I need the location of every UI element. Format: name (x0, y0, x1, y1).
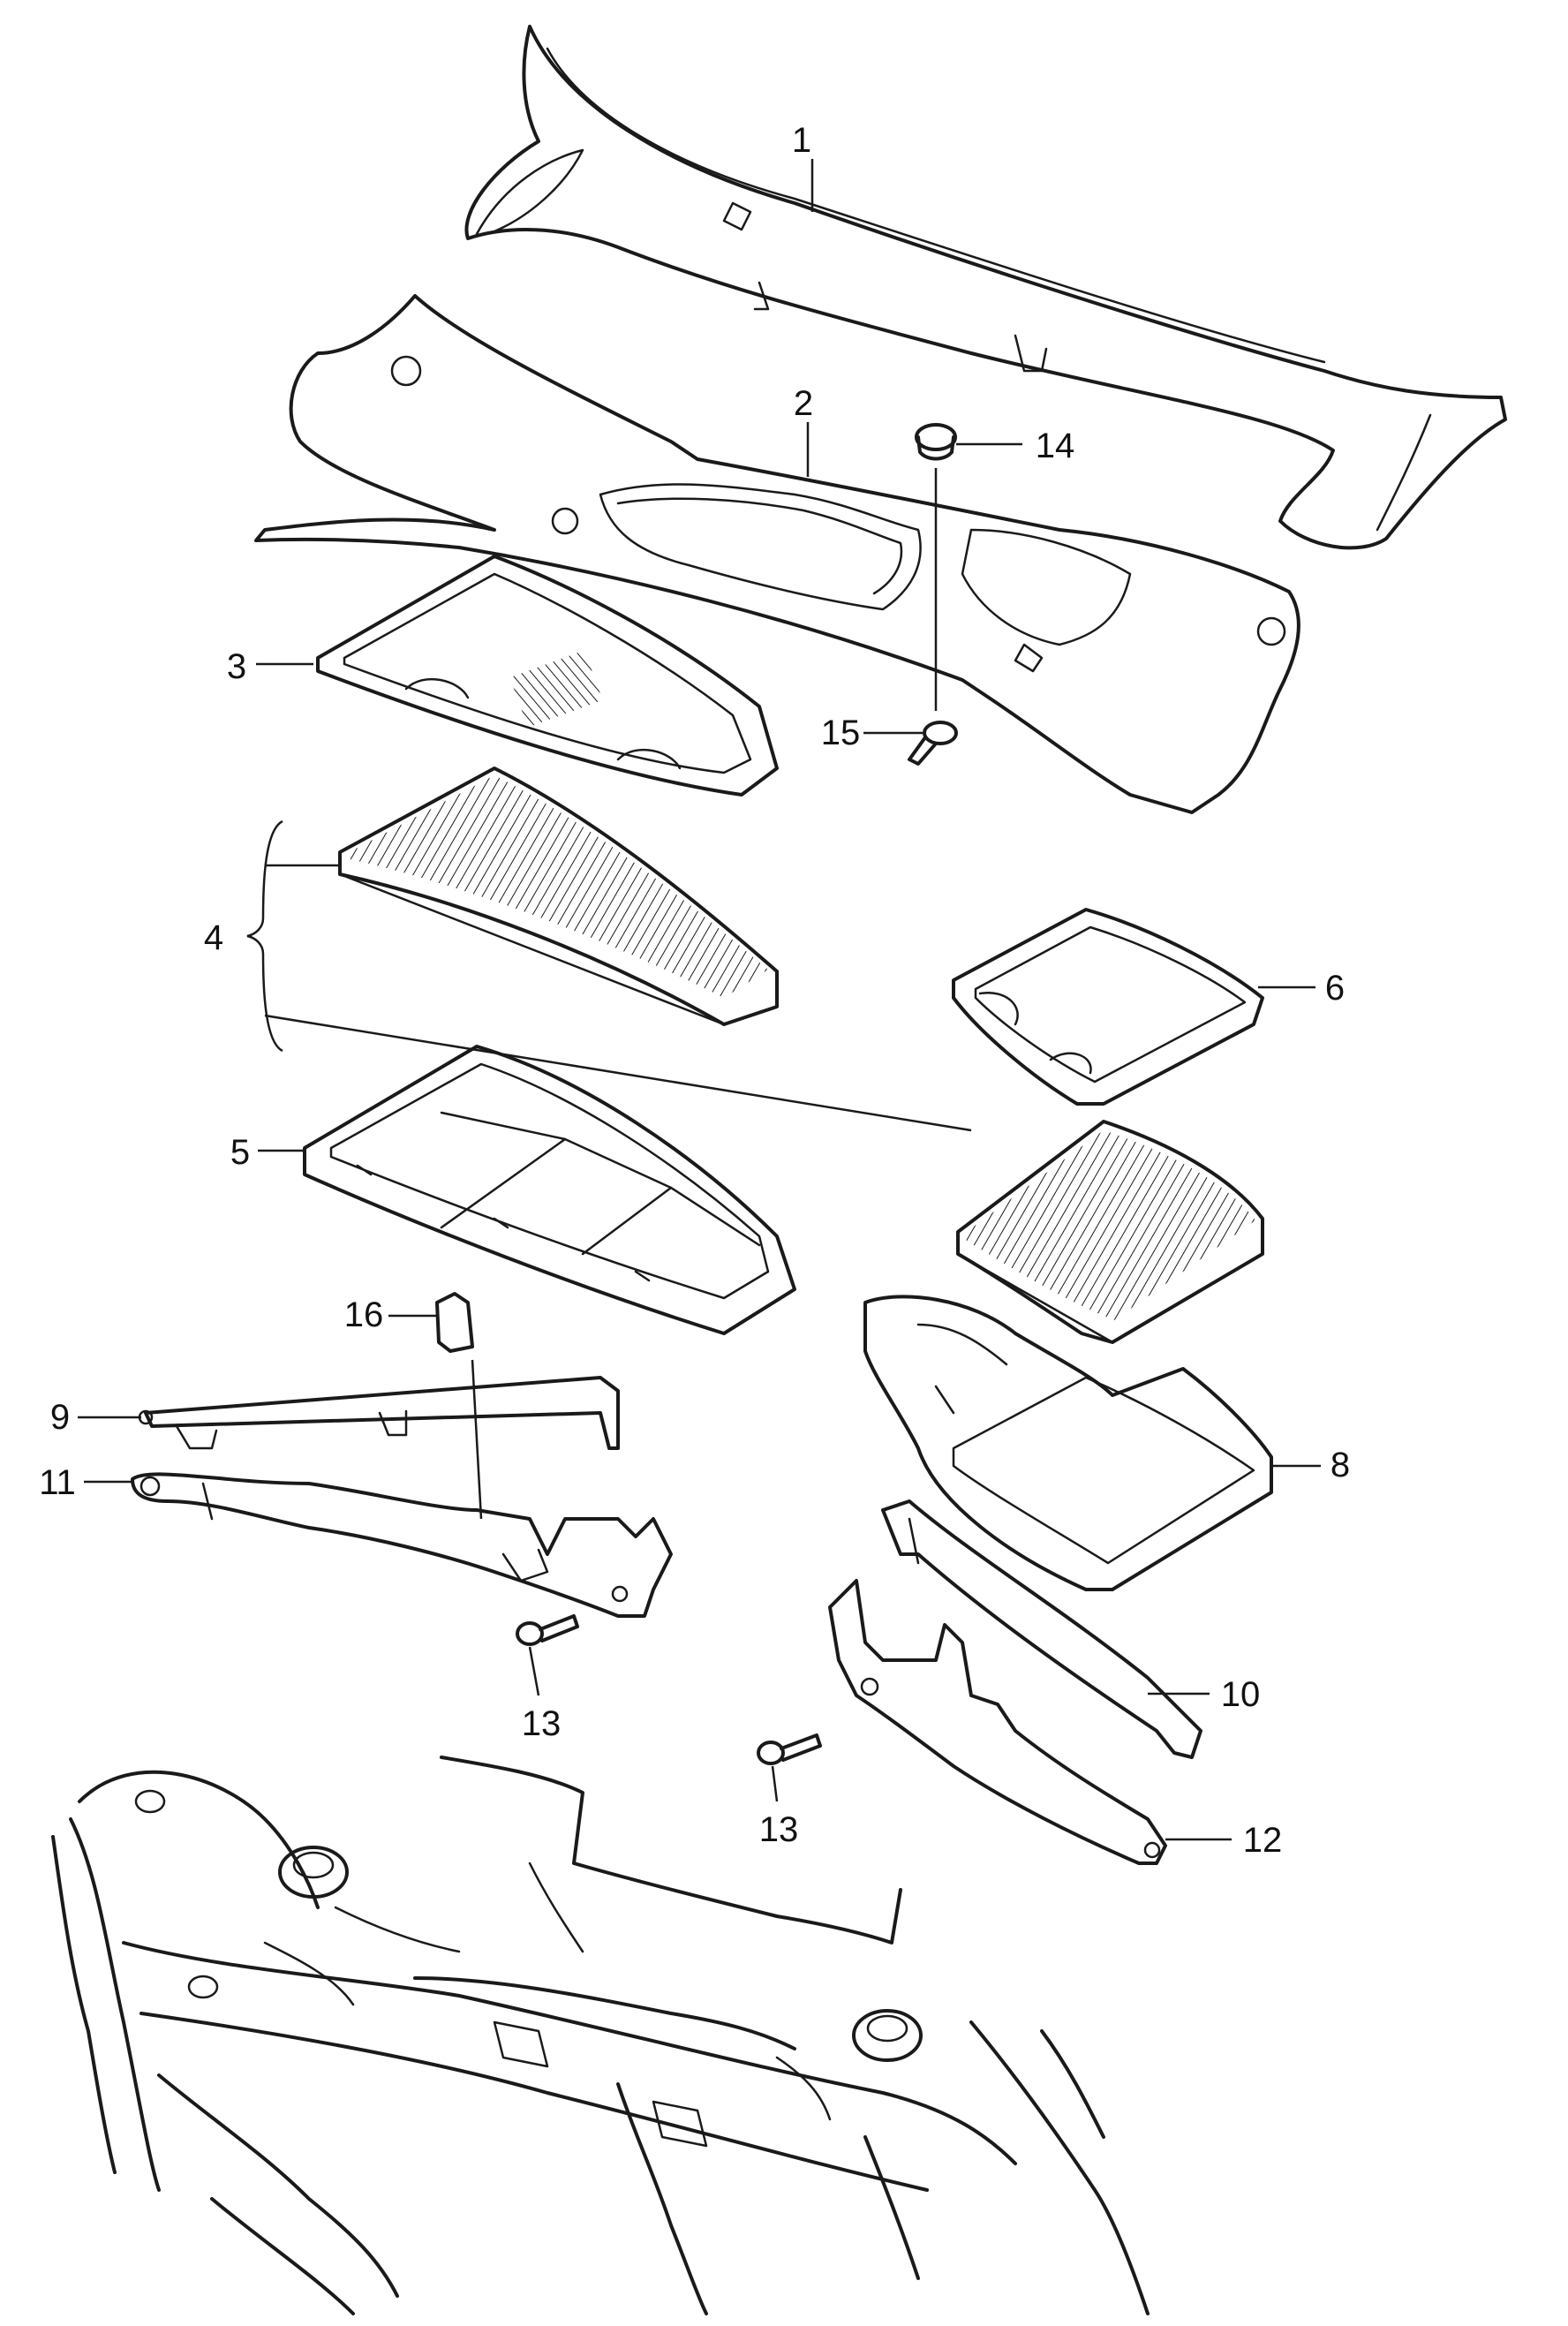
part-1-cowl-cover (464, 25, 1507, 550)
callout-label-4: 4 (204, 918, 223, 957)
callout-12: 12 (1165, 1821, 1282, 1860)
callout-label-5: 5 (230, 1133, 250, 1172)
callout-9: 9 (50, 1398, 141, 1437)
part-9-strip (138, 1376, 620, 1450)
part-14-plug (915, 423, 957, 711)
part-16-clip (435, 1292, 483, 1520)
callout-4: 4 (204, 918, 223, 957)
callout-1: 1 (792, 121, 814, 212)
part-6-filter-frame-right (952, 908, 1264, 1106)
callout-label-14: 14 (1036, 427, 1075, 465)
part-4-filter-insert-right (956, 1120, 1264, 1344)
part-12-bracket-right (828, 1579, 1167, 1865)
item-4-bracket (246, 819, 972, 1132)
part-3-filter-frame (316, 555, 779, 797)
callout-label-13-right: 13 (759, 1810, 799, 1849)
part-4-filter-insert-left (338, 767, 779, 1026)
callout-label-11: 11 (39, 1463, 76, 1502)
callout-label-12: 12 (1243, 1821, 1283, 1860)
callout-label-8: 8 (1331, 1446, 1350, 1484)
callout-label-15: 15 (821, 714, 861, 752)
part-11-bracket-left (131, 1472, 673, 1618)
callout-label-16: 16 (344, 1295, 384, 1334)
part-8-filter-housing-right (863, 1295, 1273, 1591)
callout-label-10: 10 (1221, 1675, 1261, 1714)
callout-15: 15 (821, 714, 923, 752)
vehicle-body-front-structure (51, 1756, 1150, 2315)
part-5-filter-housing-left (303, 1045, 796, 1335)
callout-5: 5 (230, 1133, 305, 1172)
callout-3: 3 (227, 647, 313, 686)
callout-label-1: 1 (792, 121, 811, 160)
callout-2: 2 (794, 384, 813, 477)
part-10-strip-right (881, 1499, 1202, 1759)
callout-10: 10 (1148, 1675, 1260, 1714)
callout-14: 14 (956, 427, 1074, 465)
part-13-screw-left (516, 1614, 579, 1696)
callout-8: 8 (1271, 1446, 1350, 1484)
callout-13-right: 13 (759, 1810, 799, 1849)
callout-label-2: 2 (794, 384, 813, 423)
callout-label-13-left: 13 (522, 1704, 562, 1743)
callout-label-3: 3 (227, 647, 246, 686)
callout-6: 6 (1258, 969, 1345, 1008)
callout-13-left: 13 (522, 1704, 562, 1743)
part-13-screw-right (757, 1733, 822, 1802)
callout-label-9: 9 (50, 1398, 70, 1437)
part-2-plenum-panel (254, 294, 1300, 814)
callout-label-6: 6 (1325, 969, 1345, 1008)
callout-16: 16 (344, 1295, 437, 1334)
callout-11: 11 (39, 1463, 132, 1502)
part-15-grommet (908, 721, 958, 766)
